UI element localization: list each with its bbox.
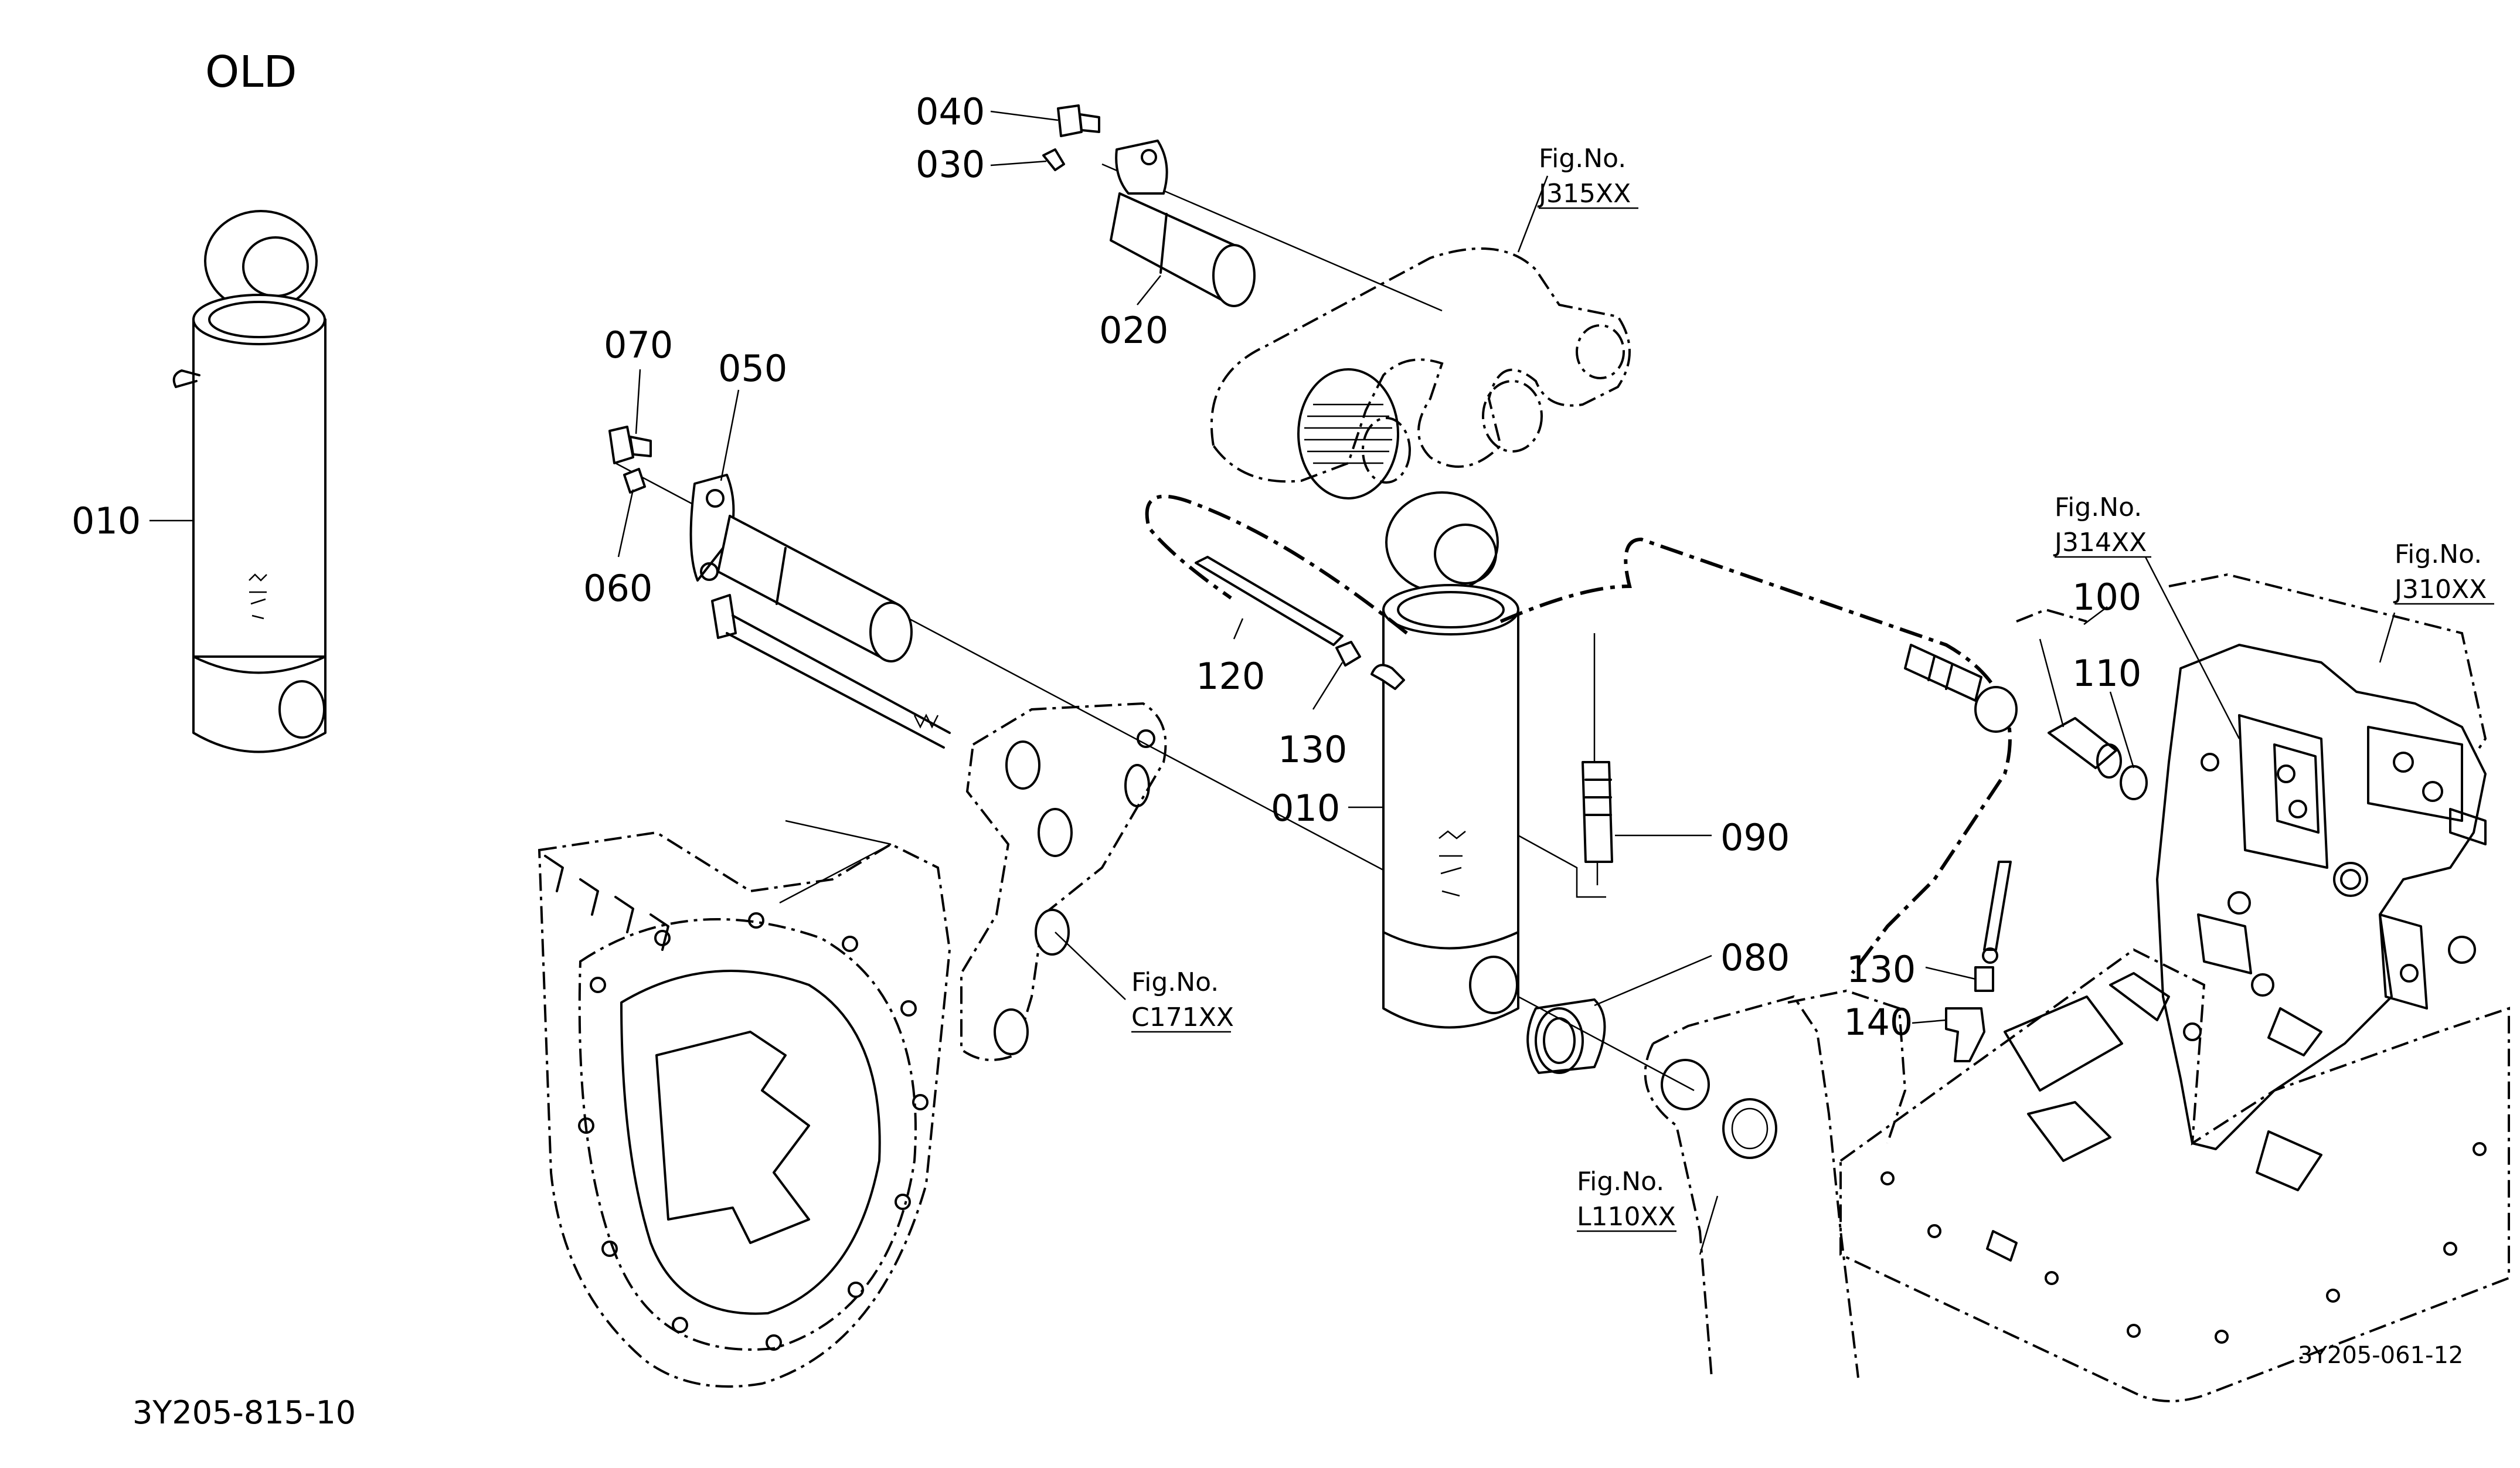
main-cylinder: 010 (1271, 491, 1519, 1029)
figref-j314-line2: J314XX (2053, 528, 2147, 558)
figref-l110-line1: Fig.No. (1577, 1167, 1664, 1197)
label-010-old: 010 (72, 499, 141, 542)
lower-link: Fig.No. L110XX (1518, 989, 1907, 1378)
drawing-code-right: 3Y205-061-12 (2298, 1342, 2463, 1369)
figref-j310-line1: Fig.No. (2395, 539, 2482, 569)
label-130-lower: 130 (1846, 948, 1916, 991)
lower-pin: 070 060 050 (583, 324, 1402, 881)
label-140: 140 (1844, 1001, 1913, 1044)
label-090: 090 (1720, 816, 1790, 859)
old-cylinder: OLD 010 (72, 47, 327, 753)
label-100: 100 (2072, 576, 2141, 619)
label-010: 010 (1271, 787, 1340, 830)
figref-j310-line2: J310XX (2393, 575, 2487, 604)
label-060: 060 (583, 567, 652, 610)
valve-block: Fig.No. J314XX Fig.No. J310XX (1839, 492, 2510, 1402)
label-020: 020 (1099, 309, 1168, 352)
label-030: 030 (916, 143, 985, 186)
housing (538, 820, 951, 1388)
label-050: 050 (718, 347, 787, 390)
fitting-group: 100 110 (2016, 576, 2148, 800)
upper-pin: 040 030 020 (916, 90, 1443, 352)
figref-j314-line1: Fig.No. (2055, 492, 2142, 522)
collar-080: 080 (1526, 936, 1790, 1074)
drawing-code-left: 3Y205-815-10 (132, 1394, 356, 1431)
bracket: Fig.No. C171XX (960, 702, 1234, 1061)
figref-c171-line1: Fig.No. (1131, 967, 1219, 997)
label-070: 070 (604, 324, 673, 366)
label-080: 080 (1720, 936, 1790, 979)
figref-l110-line2: L110XX (1577, 1202, 1676, 1232)
label-040: 040 (916, 90, 985, 133)
label-110: 110 (2072, 652, 2141, 695)
hoses: 120 130 090 130 140 (1145, 494, 2018, 1062)
figref-c171-line2: C171XX (1131, 1003, 1234, 1032)
label-120: 120 (1196, 655, 1265, 698)
figref-j315-line1: Fig.No. (1539, 144, 1626, 174)
figref-j315-line2: J315XX (1537, 179, 1631, 209)
label-130-upper: 130 (1278, 728, 1347, 771)
old-label: OLD (205, 47, 297, 97)
lift-arm: Fig.No. J315XX (1210, 144, 1638, 499)
